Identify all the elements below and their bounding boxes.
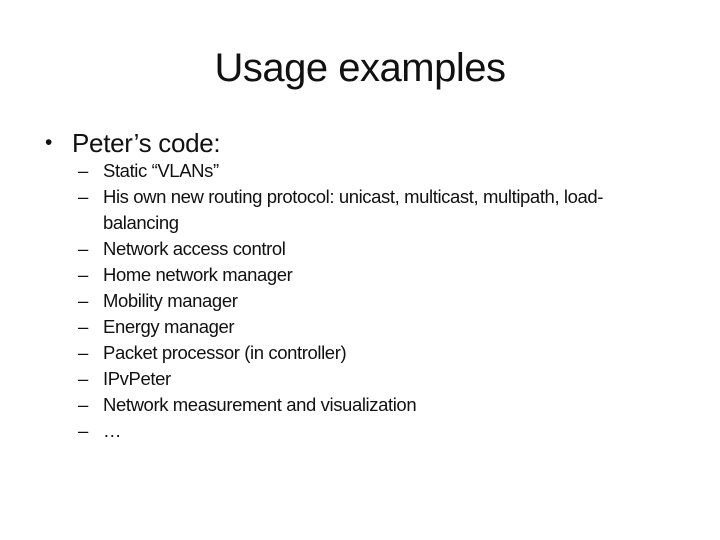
- sub-bullet-text: Mobility manager: [103, 290, 238, 311]
- sub-bullet-item: – Energy manager: [78, 314, 690, 340]
- sub-bullet-text: Packet processor (in controller): [103, 342, 347, 363]
- dash-marker: –: [78, 316, 88, 337]
- dash-marker: –: [78, 342, 88, 363]
- slide-title: Usage examples: [214, 46, 506, 90]
- dash-marker: –: [78, 394, 88, 415]
- sub-bullet-item: – Static “VLANs”: [78, 158, 690, 184]
- sub-bullet-item: – Mobility manager: [78, 288, 690, 314]
- sub-bullet-text: Home network manager: [103, 264, 293, 285]
- dash-marker: –: [78, 238, 88, 259]
- sub-bullet-text: …: [103, 420, 122, 441]
- bullet-label: Peter’s code:: [72, 128, 221, 158]
- sub-bullet-item: – …: [78, 418, 690, 444]
- sub-bullet-item: – His own new routing protocol: unicast,…: [78, 184, 690, 236]
- sub-bullet-text: Energy manager: [103, 316, 235, 337]
- sub-bullet-item: – Home network manager: [78, 262, 690, 288]
- sub-bullet-text: His own new routing protocol: unicast, m…: [103, 186, 604, 233]
- dash-marker: –: [78, 264, 88, 285]
- sub-bullet-item: – Network measurement and visualization: [78, 392, 690, 418]
- dash-marker: –: [78, 420, 88, 441]
- sub-bullet-text: Static “VLANs”: [103, 160, 219, 181]
- sub-bullet-item: – Network access control: [78, 236, 690, 262]
- dash-marker: –: [78, 368, 88, 389]
- sub-bullet-list: – Static “VLANs” – His own new routing p…: [78, 158, 690, 444]
- sub-bullet-item: – IPvPeter: [78, 366, 690, 392]
- sub-bullet-text: IPvPeter: [103, 368, 171, 389]
- dash-marker: –: [78, 186, 88, 207]
- bullet-row: • Peter’s code:: [45, 128, 221, 158]
- sub-bullet-item: – Packet processor (in controller): [78, 340, 690, 366]
- sub-bullet-text: Network measurement and visualization: [103, 394, 417, 415]
- dash-marker: –: [78, 160, 88, 181]
- sub-bullet-text: Network access control: [103, 238, 286, 259]
- dash-marker: –: [78, 290, 88, 311]
- bullet-marker: •: [45, 131, 53, 154]
